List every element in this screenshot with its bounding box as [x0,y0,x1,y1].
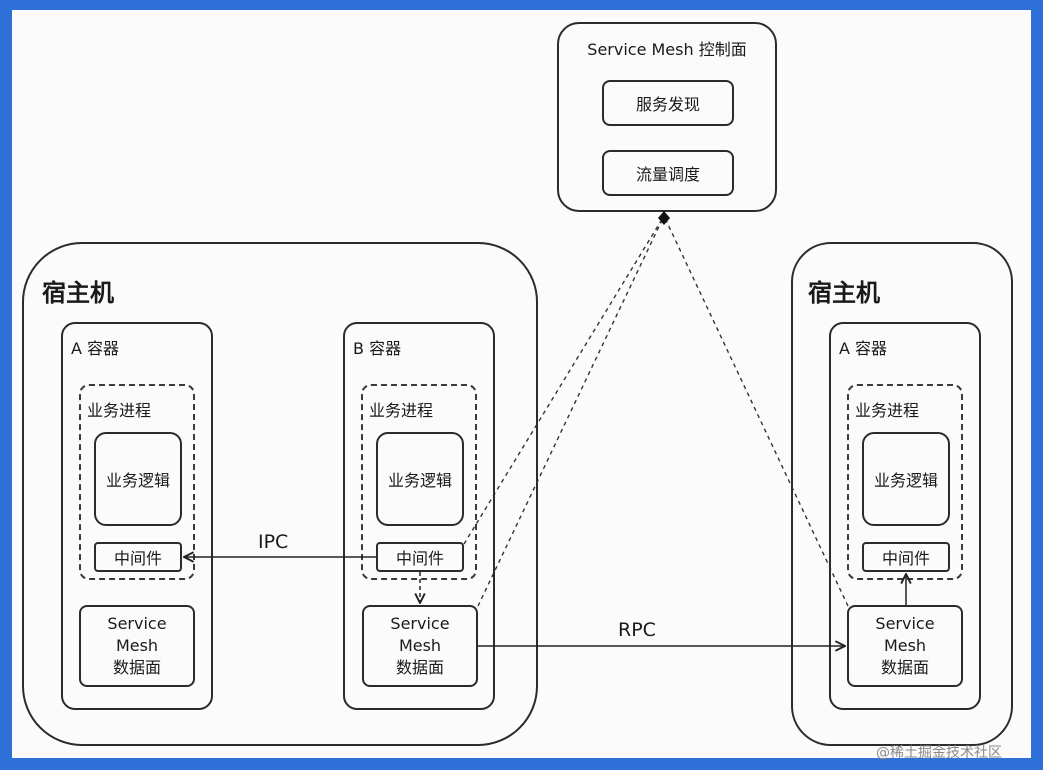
host-1-container-a-process [79,384,195,580]
service-discovery-label: 服务发现 [635,95,700,114]
host-1-container-a-logic-label: 业务逻辑 [105,471,170,490]
host-2-container-a-process-title: 业务进程 [855,401,920,420]
host-1-container-a-mesh-line-1: Service [107,614,167,633]
host-1-container-a-mesh-line-2: Mesh [115,636,159,655]
host-2-container-a-mesh: Service Mesh 数据面 [847,605,963,687]
traffic-scheduling-label: 流量调度 [635,165,700,184]
host-2-container-a-middleware-label: 中间件 [881,549,930,568]
host-1-container-a-process-title: 业务进程 [87,401,152,420]
host-1-container-b-logic-label: 业务逻辑 [387,471,452,490]
host-1-title: 宿主机 [42,279,114,307]
host-2-container-a-logic: 业务逻辑 [862,432,950,526]
host-2-container-a-logic-label: 业务逻辑 [873,471,938,490]
host-2-container-a-mesh-line-2: Mesh [883,636,927,655]
host-1-container-b-process-title: 业务进程 [369,401,434,420]
host-1-container-b-mesh: Service Mesh 数据面 [362,605,478,687]
host-2-container-a-mesh-line-3: 数据面 [880,658,929,677]
host-1-container-a-title: A 容器 [71,339,120,358]
host-1-container-b-mesh-line-2: Mesh [398,636,442,655]
host-1-container-b-mesh-line-1: Service [390,614,450,633]
host-2-title: 宿主机 [808,279,880,307]
host-1-container-a-middleware-label: 中间件 [113,549,162,568]
control-plane-title: Service Mesh 控制面 [587,40,747,59]
host-2-container-a-mesh-line-1: Service [875,614,935,633]
host-1-container-a-logic: 业务逻辑 [94,432,182,526]
service-discovery-box: 服务发现 [602,80,734,126]
host-1-container-b-mesh-line-3: 数据面 [395,658,444,677]
host-1-container-a-mesh: Service Mesh 数据面 [79,605,195,687]
host-2-container-a-title: A 容器 [839,339,888,358]
host-1-container-a-mesh-line-3: 数据面 [112,658,161,677]
host-1-container-b-title: B 容器 [353,339,402,358]
host-1-container-b-middleware: 中间件 [376,542,464,572]
host-1-container-b-logic: 业务逻辑 [376,432,464,526]
host-2-container-a-middleware: 中间件 [862,542,950,572]
watermark-text: @稀土掘金技术社区 [876,745,1002,761]
host-1-container-a-middleware: 中间件 [94,542,182,572]
traffic-scheduling-box: 流量调度 [602,150,734,196]
ipc-label: IPC [258,531,289,553]
host-1-container-b-middleware-label: 中间件 [395,549,444,568]
rpc-label: RPC [618,619,656,641]
